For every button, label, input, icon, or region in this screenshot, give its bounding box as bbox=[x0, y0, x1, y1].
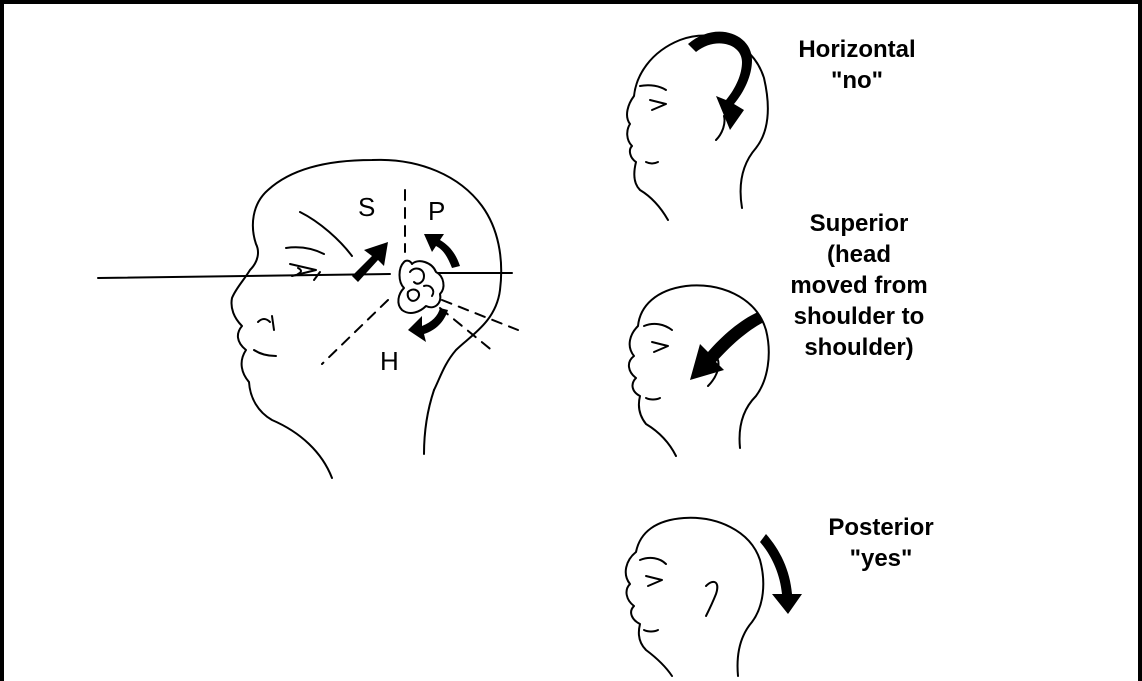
label-horizontal: Horizontal "no" bbox=[778, 34, 936, 96]
ear bbox=[706, 582, 717, 616]
lip bbox=[646, 162, 658, 164]
head-posterior bbox=[626, 518, 764, 676]
ear bbox=[716, 116, 725, 140]
label-posterior: Posterior "yes" bbox=[816, 512, 946, 574]
head-outline bbox=[626, 518, 764, 676]
arrow-horizontal-panel bbox=[688, 32, 752, 130]
brow bbox=[644, 324, 672, 330]
lip bbox=[644, 630, 658, 632]
arrow-posterior-panel bbox=[760, 534, 802, 614]
lip bbox=[646, 398, 660, 400]
eye bbox=[646, 576, 662, 586]
eye bbox=[650, 100, 666, 110]
label-superior: Superior (head moved from shoulder to sh… bbox=[770, 208, 948, 363]
arrow-superior-panel bbox=[690, 312, 764, 380]
brow bbox=[640, 85, 666, 90]
eye bbox=[652, 342, 668, 352]
brow bbox=[640, 558, 666, 564]
